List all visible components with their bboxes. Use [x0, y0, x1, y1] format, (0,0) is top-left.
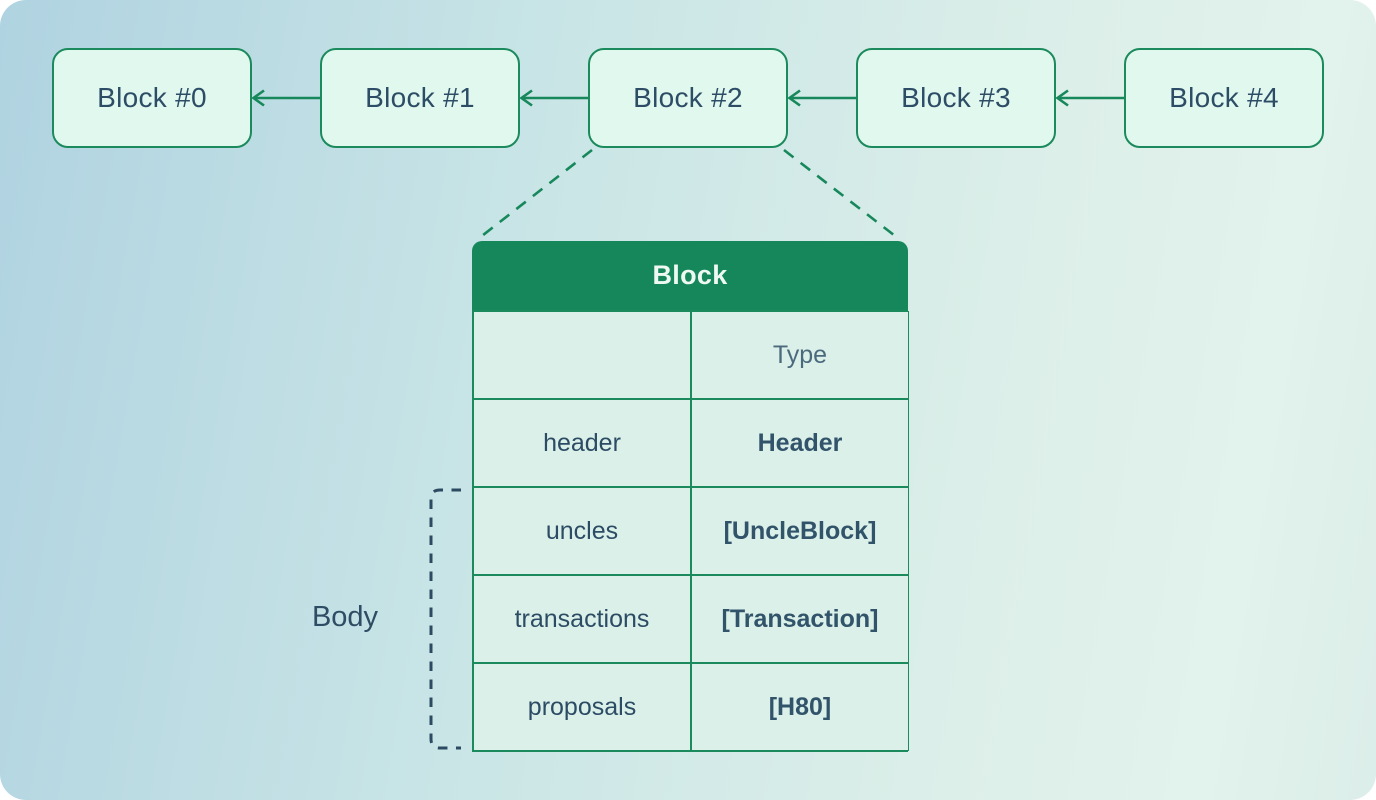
table-cell-field-proposals: proposals — [473, 663, 691, 751]
block-node-1-label: Block #1 — [365, 82, 475, 113]
chain-arrow-4 — [1055, 89, 1124, 107]
block-node-1: Block #1 — [320, 48, 520, 148]
table-cell-type-uncles: [UncleBlock] — [691, 487, 909, 575]
block-node-2: Block #2 — [588, 48, 788, 148]
chain-arrow-1 — [251, 89, 320, 107]
block-node-3: Block #3 — [856, 48, 1056, 148]
detail-connector-left — [477, 148, 593, 241]
block-node-0: Block #0 — [52, 48, 252, 148]
body-bracket — [429, 488, 461, 750]
table-grid: Type header Header uncles [UncleBlock] t… — [472, 310, 909, 752]
body-bracket-label: Body — [311, 601, 379, 633]
block-detail-table: Block Type header Header uncles [UncleBl… — [472, 241, 909, 752]
block-node-2-label: Block #2 — [633, 82, 743, 113]
table-title: Block — [472, 241, 908, 310]
table-cell-type-proposals: [H80] — [691, 663, 909, 751]
table-cell-field-header-row: header — [473, 399, 691, 487]
block-node-3-label: Block #3 — [901, 82, 1011, 113]
detail-connector-right — [783, 148, 900, 241]
table-cell-field-uncles: uncles — [473, 487, 691, 575]
block-node-4: Block #4 — [1124, 48, 1324, 148]
table-cell-type-transactions: [Transaction] — [691, 575, 909, 663]
table-cell-field-transactions: transactions — [473, 575, 691, 663]
table-cell-type-header-row: Header — [691, 399, 909, 487]
table-cell-field-header — [473, 311, 691, 399]
table-cell-type-header: Type — [691, 311, 909, 399]
chain-arrow-3 — [787, 89, 856, 107]
block-node-4-label: Block #4 — [1169, 82, 1279, 113]
block-node-0-label: Block #0 — [97, 82, 207, 113]
chain-arrow-2 — [519, 89, 588, 107]
